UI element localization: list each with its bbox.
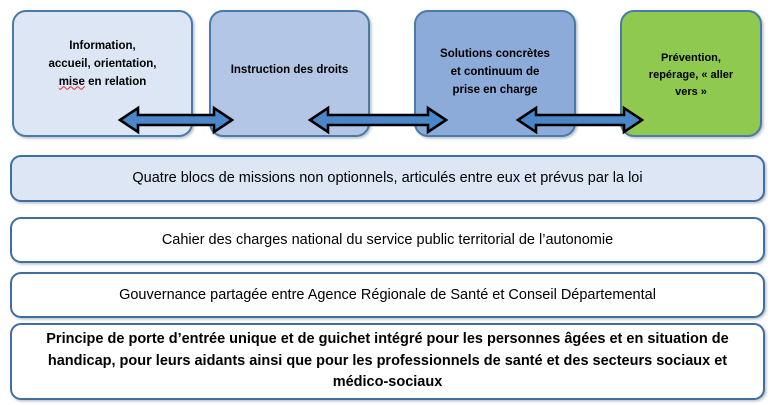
mission-line-2: repérage, « aller	[648, 69, 734, 82]
mission-block-information[interactable]: Information, accueil, orientation, mise en…	[12, 10, 193, 137]
statement-bar-principe-guichet-unique-label: Principe de porte d’entrée unique et de …	[46, 330, 729, 391]
statement-bar-missions[interactable]: Quatre blocs de missions non optionnels,…	[10, 155, 765, 202]
mission-block-information-label: Information, accueil, orientation, mise en…	[22, 38, 183, 91]
mission-block-prevention[interactable]: Prévention, repérage, « aller vers »	[620, 10, 762, 137]
mission-block-prevention-label: Prévention, repérage, « aller vers »	[630, 50, 752, 101]
statement-bar-missions-label: Quatre blocs de missions non optionnels,…	[132, 170, 643, 187]
mission-line-1: Solutions concrètes	[440, 48, 550, 60]
mission-line-3: vers »	[675, 86, 707, 99]
statement-bar-gouvernance[interactable]: Gouvernance partagée entre Agence Région…	[10, 272, 765, 318]
double-headed-arrow-icon	[308, 105, 448, 135]
mission-line-3: en relation	[84, 75, 147, 88]
mission-line-1: Prévention,	[661, 52, 721, 64]
statement-bar-cahier-des-charges[interactable]: Cahier des charges national du service p…	[10, 217, 765, 263]
mission-block-solutions-label: Solutions concrètes et continuum de prise …	[424, 46, 566, 99]
mission-line-2: accueil, orientation,	[48, 57, 157, 70]
mission-line-1: Information,	[69, 40, 136, 52]
statement-bar-cahier-des-charges-label: Cahier des charges national du service p…	[161, 231, 614, 248]
double-headed-arrow-icon	[516, 105, 644, 135]
double-headed-arrow-icon	[118, 105, 234, 135]
statement-bar-principe-guichet-unique[interactable]: Principe de porte d’entrée unique et de …	[10, 323, 765, 400]
mission-line-3: prise en charge	[452, 83, 538, 96]
spellcheck-underlined-word: mise	[58, 75, 85, 88]
statement-bar-gouvernance-label: Gouvernance partagée entre Agence Région…	[119, 286, 656, 303]
mission-line-2: et continuum de	[450, 65, 540, 78]
mission-block-instruction-label: Instruction des droits	[230, 64, 349, 76]
